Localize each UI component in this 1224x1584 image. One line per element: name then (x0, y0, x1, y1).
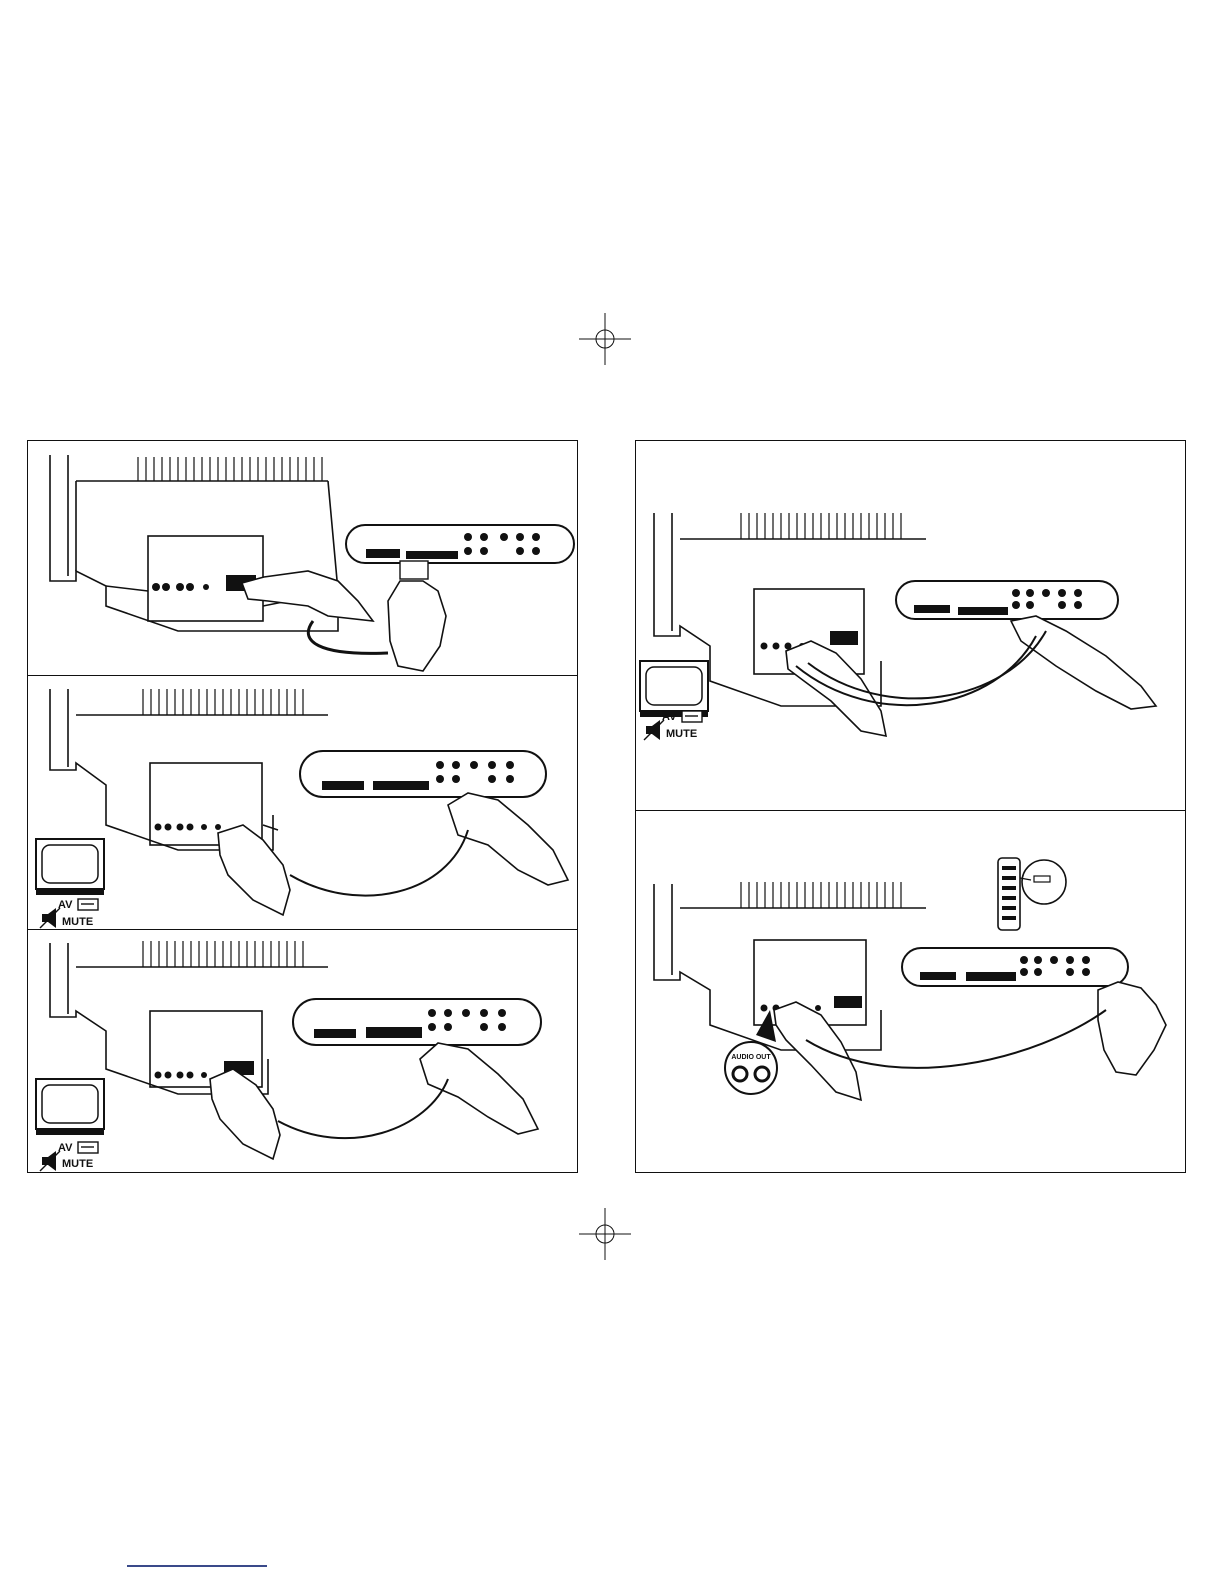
step-audio-connection-1: AV MUTE (28, 675, 577, 930)
connector-panel-icon (896, 581, 1118, 619)
step-audio-connection-2: AV MUTE (28, 929, 577, 1172)
registration-mark-icon (579, 1208, 631, 1260)
footer-rule (127, 1565, 267, 1567)
registration-mark-icon (579, 313, 631, 365)
tv-screen-icon (36, 839, 104, 895)
tv-rear-illustration (28, 441, 577, 675)
hand-icon (218, 793, 568, 915)
av-input-icon (78, 1142, 98, 1153)
mute-speaker-icon (644, 720, 664, 740)
av-label: AV (58, 1142, 73, 1154)
left-illustration-panel: AV MUTE (27, 440, 578, 1173)
tv-screen-icon (36, 1079, 104, 1135)
connector-panel-icon (293, 999, 541, 1045)
mute-speaker-icon (40, 1151, 60, 1171)
right-illustration-panel: AV MUTE (635, 440, 1186, 1173)
hand-icon (242, 571, 446, 671)
connector-panel-icon (346, 525, 574, 563)
step-audio-out-connection: AUDIO OUT (636, 810, 1185, 1172)
av-input-icon (682, 711, 702, 722)
tv-rear-illustration: AV MUTE (636, 441, 1185, 810)
av-input-icon (78, 899, 98, 910)
audio-out-label: AUDIO OUT (731, 1054, 771, 1061)
audio-out-callout: AUDIO OUT (725, 1010, 777, 1094)
av-label: AV (58, 899, 73, 911)
step-video-audio-connection: AV MUTE (636, 441, 1185, 811)
mute-label: MUTE (666, 728, 697, 740)
av-label: AV (662, 711, 677, 723)
tv-rear-illustration: AUDIO OUT (636, 810, 1185, 1172)
step-scart-connection (28, 441, 577, 676)
connector-panel-icon (902, 948, 1128, 986)
tv-screen-icon (640, 661, 708, 717)
tv-rear-illustration: AV MUTE (28, 675, 577, 929)
mute-label: MUTE (62, 916, 93, 928)
connector-panel-icon (300, 751, 546, 797)
tv-rear-illustration: AV MUTE (28, 929, 577, 1172)
hand-icon (210, 1043, 538, 1159)
hand-icon (774, 982, 1166, 1100)
mute-speaker-icon (40, 908, 60, 928)
remote-control-icon (998, 858, 1066, 930)
mute-label: MUTE (62, 1158, 93, 1170)
